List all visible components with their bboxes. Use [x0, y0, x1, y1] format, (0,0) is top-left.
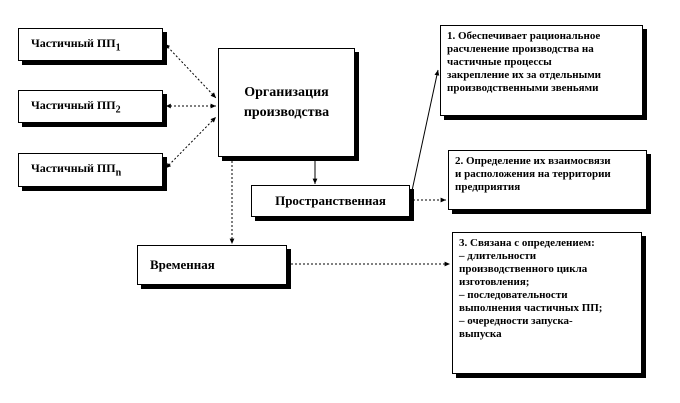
partial-process-1-label: Частичный ПП1	[31, 35, 121, 54]
description-1-line: производственными звеньями	[447, 82, 599, 94]
spatial-organization-box: Пространственная	[251, 185, 410, 217]
description-1-line: расчленение производства на	[447, 43, 594, 55]
arrow-spatial-desc1	[409, 69, 440, 201]
description-2-line: и расположения на территории	[455, 168, 611, 180]
description-1-line: 1. Обеспечивает рациональное	[447, 30, 601, 42]
description-box-2: 2. Определение их взаимосвязи и располож…	[448, 150, 647, 210]
description-3-line: – длительности	[459, 250, 537, 262]
partial-process-2-label: Частичный ПП2	[31, 97, 121, 116]
description-3-line: – очередности запуска-	[459, 315, 573, 327]
partial-process-n-label: Частичный ППn	[31, 161, 122, 179]
spatial-organization-label: Пространственная	[275, 193, 386, 208]
description-1-line: частичные процессы	[447, 56, 552, 68]
description-3-line: производственного цикла	[459, 263, 588, 275]
organization-line-1: Организация	[244, 84, 329, 100]
organization-line-2: производства	[243, 104, 330, 120]
arrow-partialn-org	[165, 116, 217, 169]
description-box-3: 3. Связана с определением: – длительност…	[452, 232, 642, 374]
description-box-1: 1. Обеспечивает рациональное расчленение…	[440, 25, 643, 116]
description-2-line: предприятия	[455, 181, 521, 193]
partial-process-n-box: Частичный ППn	[18, 153, 163, 187]
description-3-line: выполнения частичных ПП;	[459, 302, 603, 314]
description-3-line: выпуска	[459, 328, 502, 340]
description-2-line: 2. Определение их взаимосвязи	[455, 155, 611, 167]
description-3-line: 3. Связана с определением:	[459, 237, 595, 249]
temporal-organization-label: Временная	[150, 257, 215, 272]
temporal-organization-box: Временная	[137, 245, 287, 285]
description-1-line: закрепление их за отдельными	[447, 69, 602, 81]
description-3-line: изготовления;	[459, 276, 530, 288]
partial-process-1-box: Частичный ПП1	[18, 28, 163, 61]
organization-box: Организация производства	[218, 48, 355, 157]
arrow-partial1-org	[164, 43, 217, 99]
description-3-line: – последовательности	[459, 289, 568, 301]
partial-process-2-box: Частичный ПП2	[18, 90, 163, 123]
